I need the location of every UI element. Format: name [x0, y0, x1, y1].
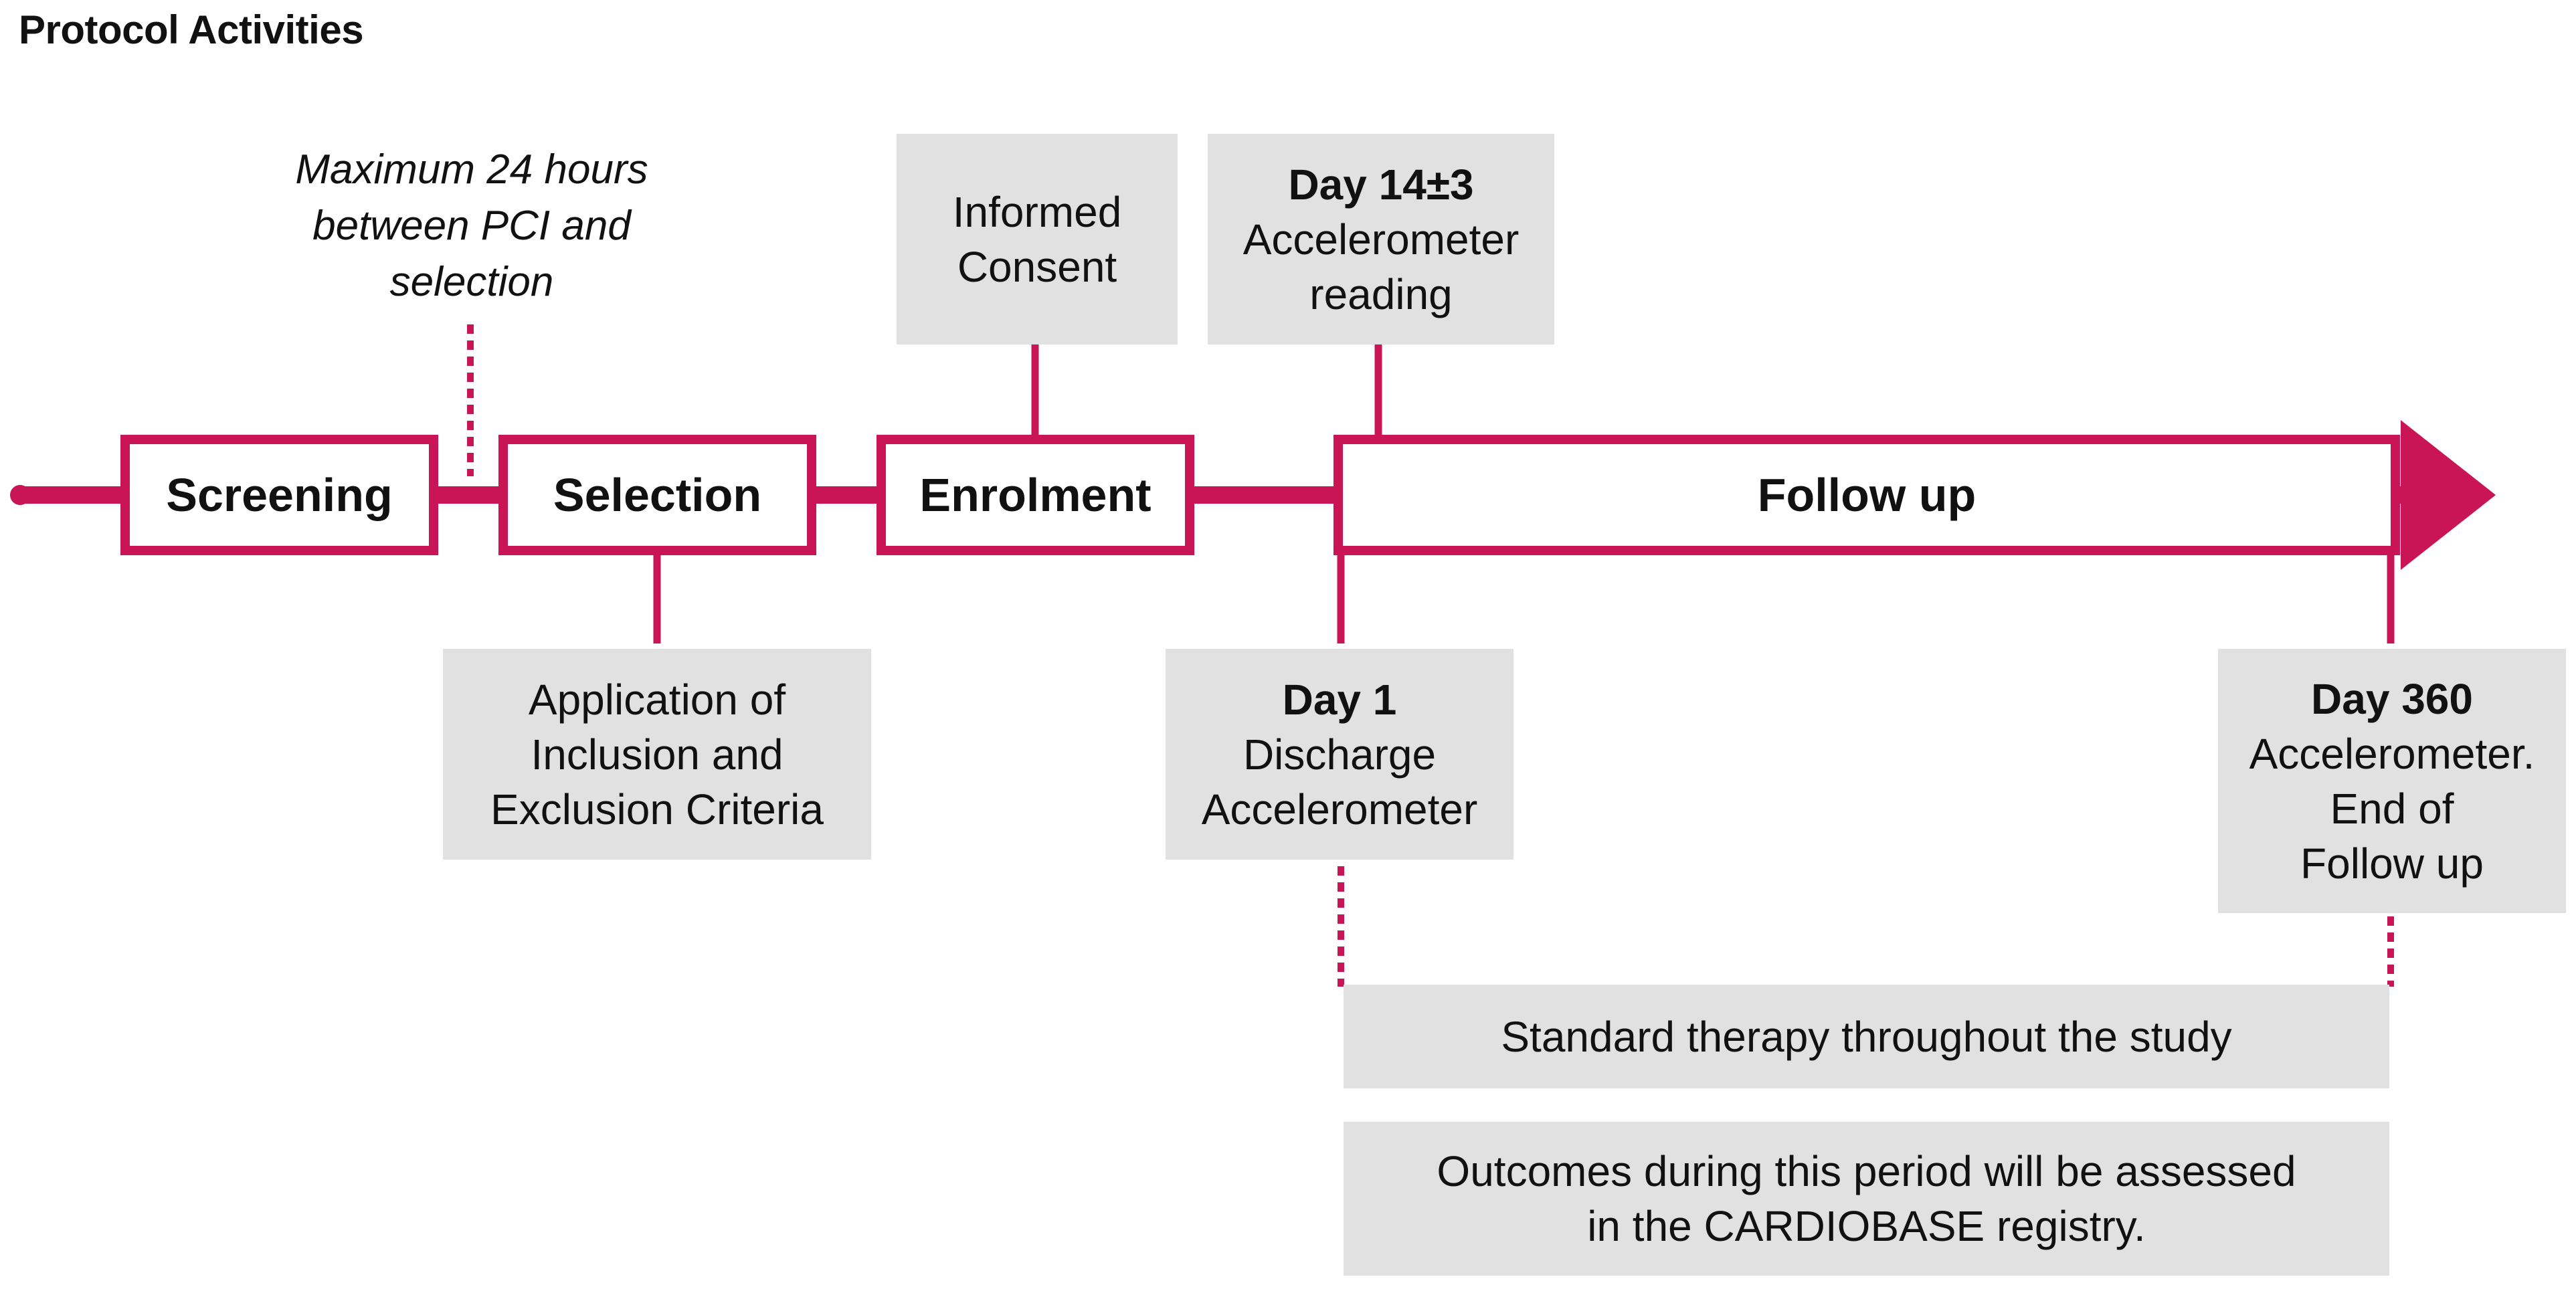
box-line: Consent: [957, 242, 1117, 291]
note-line: Maximum 24 hours: [295, 146, 648, 193]
box-line: Inclusion and: [531, 730, 784, 779]
box-line: Accelerometer: [1243, 215, 1520, 264]
therapy-text: Standard therapy throughout the study: [1501, 1012, 2232, 1061]
stage-enrolment: Enrolment: [877, 435, 1194, 555]
box-heading: Day 14±3: [1288, 160, 1474, 209]
box-heading: Day 360: [2311, 674, 2473, 723]
day14-box: Day 14±3 Accelerometer reading: [1208, 134, 1554, 344]
box-line: Application of: [528, 675, 786, 724]
day1-box: Day 1 Discharge Accelerometer: [1166, 649, 1513, 860]
page-title: Protocol Activities: [19, 7, 364, 52]
note-line: between PCI and: [312, 203, 631, 249]
stage-follow-up: Follow up: [1333, 435, 2400, 555]
pci-time-note: Maximum 24 hours between PCI and selecti…: [251, 142, 693, 310]
box-line: Informed: [952, 187, 1122, 236]
box-line: in the CARDIOBASE registry.: [1587, 1202, 2146, 1250]
box-line: Accelerometer.: [2249, 729, 2535, 778]
box-line: reading: [1309, 270, 1453, 318]
stage-selection: Selection: [498, 435, 816, 555]
box-line: Follow up: [2300, 839, 2484, 888]
informed-consent-box: Informed Consent: [897, 134, 1178, 344]
inclusion-criteria-box: Application of Inclusion and Exclusion C…: [443, 649, 871, 860]
box-heading: Day 1: [1282, 675, 1397, 724]
timeline-start-dot: [10, 485, 30, 505]
box-line: Accelerometer: [1201, 785, 1478, 833]
box-line: Exclusion Criteria: [490, 785, 824, 833]
note-line: selection: [389, 259, 554, 305]
outcomes-bar: Outcomes during this period will be asse…: [1344, 1122, 2389, 1276]
box-line: Outcomes during this period will be asse…: [1437, 1147, 2296, 1195]
standard-therapy-bar: Standard therapy throughout the study: [1344, 985, 2389, 1088]
stage-screening: Screening: [120, 435, 438, 555]
box-line: End of: [2330, 784, 2454, 833]
box-line: Discharge: [1243, 730, 1437, 779]
day360-box: Day 360 Accelerometer. End of Follow up: [2218, 649, 2566, 913]
timeline-arrow-head: [2401, 420, 2496, 570]
